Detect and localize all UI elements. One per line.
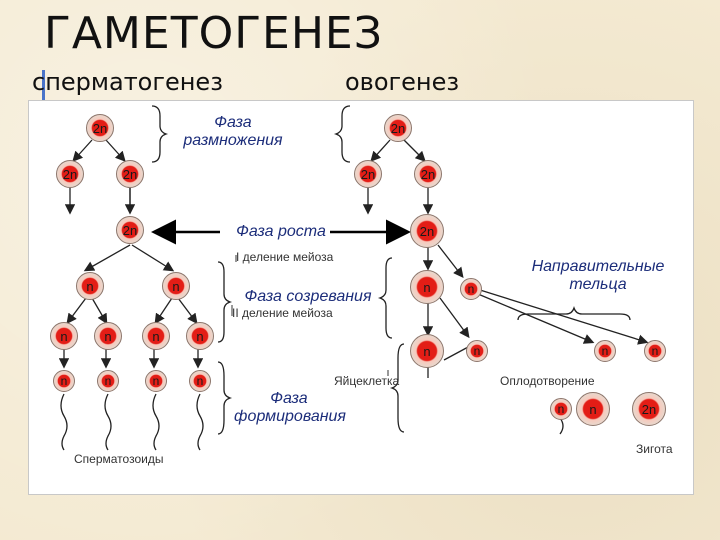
cell-2n: 2n bbox=[56, 160, 84, 188]
polar-body: n bbox=[466, 340, 488, 362]
subtitle-oogenesis: овогенез bbox=[345, 68, 460, 96]
zygote-cell: 2n bbox=[632, 392, 666, 426]
phase-growth-label: Фаза роста bbox=[236, 223, 326, 240]
cell-n: n bbox=[76, 272, 104, 300]
cell-n: n bbox=[162, 272, 190, 300]
sperm-head: n bbox=[53, 370, 75, 392]
sperm-head: n bbox=[189, 370, 211, 392]
cell-n: n bbox=[186, 322, 214, 350]
egg-label: Яйцеклетка bbox=[334, 374, 400, 388]
sperm-head: n bbox=[145, 370, 167, 392]
polar-body: n bbox=[460, 278, 482, 300]
subtitle-spermatogenesis: сперматогенез bbox=[32, 68, 223, 96]
polar-body: n bbox=[644, 340, 666, 362]
sperm-head: n bbox=[97, 370, 119, 392]
fertilization-label: Оплодотворение bbox=[500, 374, 595, 388]
cell-2n: 2n bbox=[116, 160, 144, 188]
cell-n: n bbox=[410, 270, 444, 304]
egg-cell: n bbox=[576, 392, 610, 426]
egg-cell: n bbox=[410, 334, 444, 368]
page-title: ГАМЕТОГЕНЕЗ bbox=[44, 8, 383, 59]
cell-2n: 2n bbox=[414, 160, 442, 188]
meiosis2-label: II деление мейоза bbox=[232, 306, 333, 320]
phase-maturation-label: Фаза созревания bbox=[244, 288, 372, 305]
cell-n: n bbox=[142, 322, 170, 350]
polar-body: n bbox=[594, 340, 616, 362]
meiosis1-label: I деление мейоза bbox=[236, 250, 334, 264]
cell-2n: 2n bbox=[86, 114, 114, 142]
accent-bar bbox=[42, 70, 45, 110]
cell-2n: 2n bbox=[410, 214, 444, 248]
polar-bodies-label: Направительные тельца bbox=[531, 258, 665, 293]
sperm-head: n bbox=[550, 398, 572, 420]
cell-2n: 2n bbox=[384, 114, 412, 142]
cell-n: n bbox=[94, 322, 122, 350]
phase-reproduction-label: Фаза размножения bbox=[183, 114, 283, 149]
sperm-label: Сперматозоиды bbox=[74, 452, 164, 466]
zygote-label: Зигота bbox=[636, 442, 673, 456]
cell-2n: 2n bbox=[116, 216, 144, 244]
cell-n: n bbox=[50, 322, 78, 350]
phase-formation-label: Фаза формирования bbox=[234, 390, 346, 425]
cell-2n: 2n bbox=[354, 160, 382, 188]
